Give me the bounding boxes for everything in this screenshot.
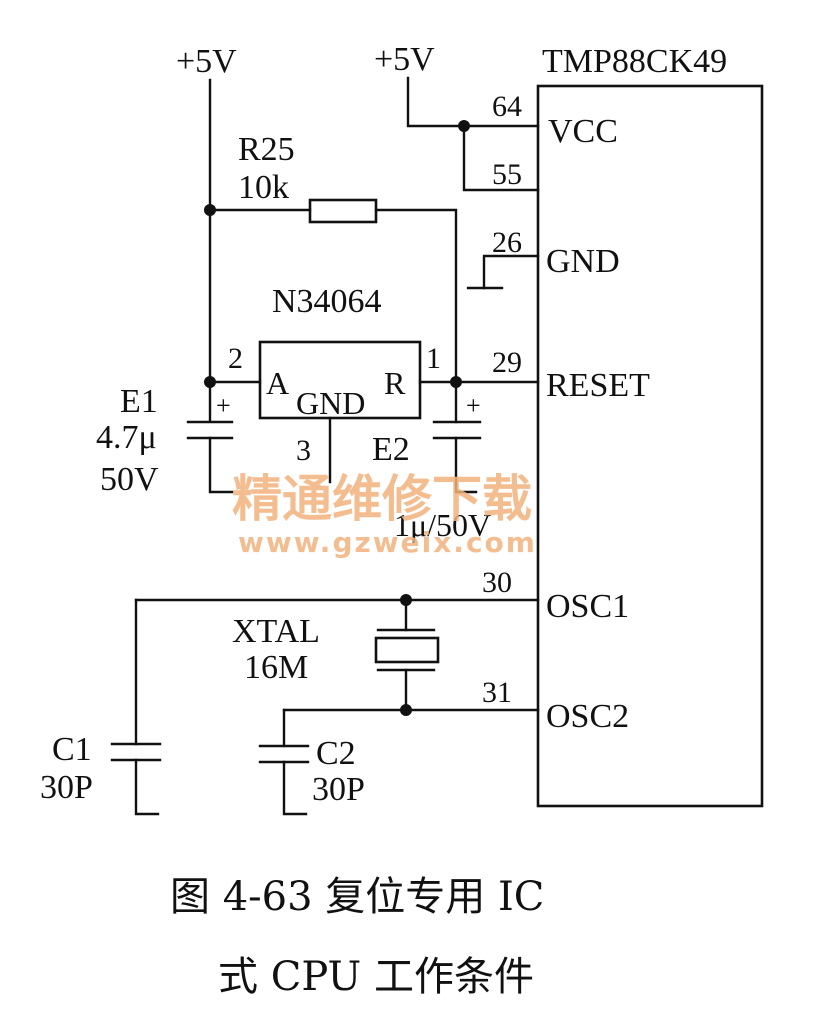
- pin-num-31: 31: [482, 676, 512, 709]
- e1-ground-lead: [208, 436, 234, 494]
- supply-label-right: +5V: [374, 41, 435, 78]
- reset-ic-pin-r: R: [384, 365, 406, 401]
- e2-polarity: +: [466, 391, 481, 420]
- c1-ref: C1: [52, 731, 92, 768]
- mcu-name: TMP88CK49: [542, 43, 727, 80]
- pin-num-55: 55: [492, 158, 522, 191]
- c1-ground-lead: [134, 758, 160, 816]
- reset-ic-pin3-num: 3: [296, 434, 311, 467]
- r25-value: 10k: [238, 169, 289, 206]
- gnd-wire: [482, 254, 540, 290]
- c2-ref: C2: [316, 735, 356, 772]
- e2-ground-lead: [454, 436, 478, 494]
- reset-ic-pin2-num: 2: [228, 342, 243, 375]
- watermark-url: www.gzweix.com: [238, 526, 537, 559]
- e2-value: 1μ/50V: [394, 507, 491, 543]
- watermark-cn: 精通维修下载: [232, 470, 532, 528]
- reset-ic-pin1-num: 1: [426, 342, 441, 375]
- c1-value: 30P: [40, 769, 93, 806]
- reset-ic-pin-a: A: [266, 365, 289, 401]
- r25-ref: R25: [238, 131, 295, 168]
- pin-num-26: 26: [492, 226, 522, 259]
- mcu-body: [536, 84, 764, 808]
- xtal-body: [374, 636, 440, 664]
- caption-line1: 图 4-63 复位专用 IC: [170, 874, 544, 920]
- osc2-junction: [400, 704, 412, 716]
- vcc-wire: [406, 76, 540, 128]
- pin-osc2-label: OSC2: [546, 698, 629, 735]
- pin-num-64: 64: [492, 90, 522, 123]
- reset-ic-name: N34064: [272, 283, 382, 320]
- reset-ic-body: [258, 340, 422, 420]
- caption-line2: 式 CPU 工作条件: [218, 954, 534, 1000]
- e2-ref: E2: [372, 431, 410, 468]
- pin2-junction: [204, 376, 216, 388]
- e1-ref: E1: [120, 383, 158, 420]
- e1-polarity: +: [216, 391, 231, 420]
- reset-ic-pin-gnd: GND: [296, 385, 365, 421]
- vcc-junction: [458, 120, 470, 132]
- pin-gnd-label: GND: [546, 243, 620, 280]
- pin55-wire: [462, 124, 540, 192]
- pin-vcc-label: VCC: [548, 113, 618, 150]
- r25-lead-right: [374, 208, 458, 384]
- xtal-ref: XTAL: [232, 613, 320, 650]
- c2-ground-lead: [282, 760, 308, 816]
- pin-reset-label: RESET: [546, 367, 650, 404]
- e1-voltage: 50V: [100, 461, 159, 498]
- c2-value: 30P: [312, 771, 365, 808]
- supply-label-left: +5V: [176, 43, 237, 80]
- r25-body: [308, 198, 378, 224]
- e1-value: 4.7μ: [96, 419, 157, 456]
- pin-num-29: 29: [492, 346, 522, 379]
- xtal-value: 16M: [244, 649, 308, 686]
- pin-num-30: 30: [482, 566, 512, 599]
- pin-osc1-label: OSC1: [546, 588, 629, 625]
